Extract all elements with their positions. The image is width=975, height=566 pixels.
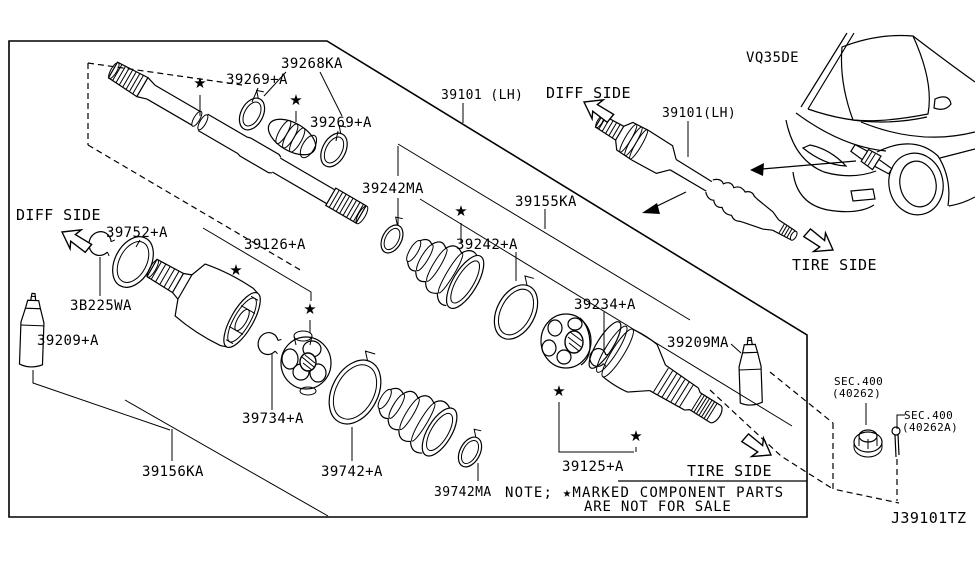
dynamic-damper (262, 112, 321, 162)
spider-ball-cage (541, 314, 591, 368)
cotter-pin (892, 427, 900, 457)
grease-tube-39209ma (738, 337, 762, 405)
label-tire-side-right: TIRE SIDE (792, 256, 877, 274)
boot-band-clamp-39742ma (454, 426, 490, 471)
label-sec400-pin-2: (40262A) (902, 421, 958, 434)
label-note-line-1: NOTE; ★MARKED COMPONENT PARTS (505, 485, 784, 501)
dashed-kit-outlines (88, 63, 899, 503)
boot-band-clamp-39269-right (315, 122, 356, 172)
diff-side-arrow-left (57, 222, 96, 256)
star-marker-icon: ★ (552, 382, 565, 400)
snap-ring-39734a (256, 330, 283, 357)
star-marker-icon: ★ (289, 91, 302, 109)
vehicle-inset (786, 33, 975, 220)
label-part-39101-right: 39101(LH) (662, 106, 736, 121)
boot-band-clamp-39269-left (234, 87, 273, 134)
tire-side-arrow-right (800, 224, 839, 259)
label-part-39742ma: 39742MA (434, 485, 492, 500)
label-part-39742a: 39742+A (321, 464, 383, 480)
large-ring-39752a (104, 230, 161, 295)
boot-band-39242a (486, 270, 551, 347)
star-marker-icon: ★ (303, 300, 316, 318)
label-sec400-nut-1: SEC.400 (834, 375, 883, 388)
axle-bar-shaft (106, 59, 371, 226)
snap-ring-3b225wa (86, 229, 117, 260)
cv-boot-outer (366, 373, 464, 463)
star-marker-icon: ★ (454, 202, 467, 220)
label-part-39269a-right: 39269+A (310, 115, 372, 131)
boot-band-39742a (319, 343, 396, 433)
boot-band-clamp-39242ma (377, 214, 412, 256)
tire-side-arrow-bottom (738, 429, 777, 464)
label-part-39156ka: 39156KA (142, 464, 204, 480)
label-engine-code: VQ35DE (746, 50, 799, 66)
label-part-39101-top: 39101 (LH) (441, 88, 523, 103)
cv-boot-inner (394, 223, 491, 315)
label-tire-side-bottom: TIRE SIDE (687, 462, 772, 480)
star-marker-icon: ★ (229, 261, 242, 279)
not-for-sale-star-markers: ★ ★ ★ ★ ★ ★ ★ (193, 74, 642, 445)
label-part-3b225wa: 3B225WA (70, 298, 132, 314)
label-sec400-nut-2: (40262) (832, 387, 881, 400)
journal-assembly-inner (281, 331, 331, 395)
label-part-39269a-left: 39269+A (226, 72, 288, 88)
hub-nut (854, 430, 882, 457)
kit-bracket-lines (125, 144, 792, 516)
reference-arrow (642, 192, 686, 214)
axle-location-mark (849, 141, 895, 178)
label-part-39752a: 39752+A (106, 225, 168, 241)
label-diff-side-left: DIFF SIDE (16, 206, 101, 224)
label-diff-side-top: DIFF SIDE (546, 84, 631, 102)
label-part-39209a: 39209+A (37, 333, 99, 349)
label-part-39155ka: 39155KA (515, 194, 577, 210)
star-marker-icon: ★ (193, 74, 206, 92)
label-part-39234a: 39234+A (574, 297, 636, 313)
diff-side-arrow-top (579, 92, 618, 126)
outer-cv-joint (583, 316, 735, 441)
label-part-39125a: 39125+A (562, 459, 624, 475)
label-leader-lines (33, 72, 905, 481)
label-diagram-code: J39101TZ (891, 509, 966, 527)
label-sec400-pin-1: SEC.400 (904, 409, 953, 422)
label-part-39242a: 39242+A (456, 237, 518, 253)
label-note-line-2: ARE NOT FOR SALE (584, 499, 732, 515)
label-part-39209ma: 39209MA (667, 335, 729, 351)
diagram-border (9, 41, 807, 517)
assembled-drive-shaft (589, 106, 804, 252)
grease-tube-39209a (19, 293, 45, 367)
star-marker-icon: ★ (629, 427, 642, 445)
label-part-39242ma: 39242MA (362, 181, 424, 197)
label-part-39126a: 39126+A (244, 237, 306, 253)
label-part-39734a: 39734+A (242, 411, 304, 427)
location-arrow (750, 161, 856, 176)
label-part-39268ka: 39268KA (281, 56, 343, 72)
